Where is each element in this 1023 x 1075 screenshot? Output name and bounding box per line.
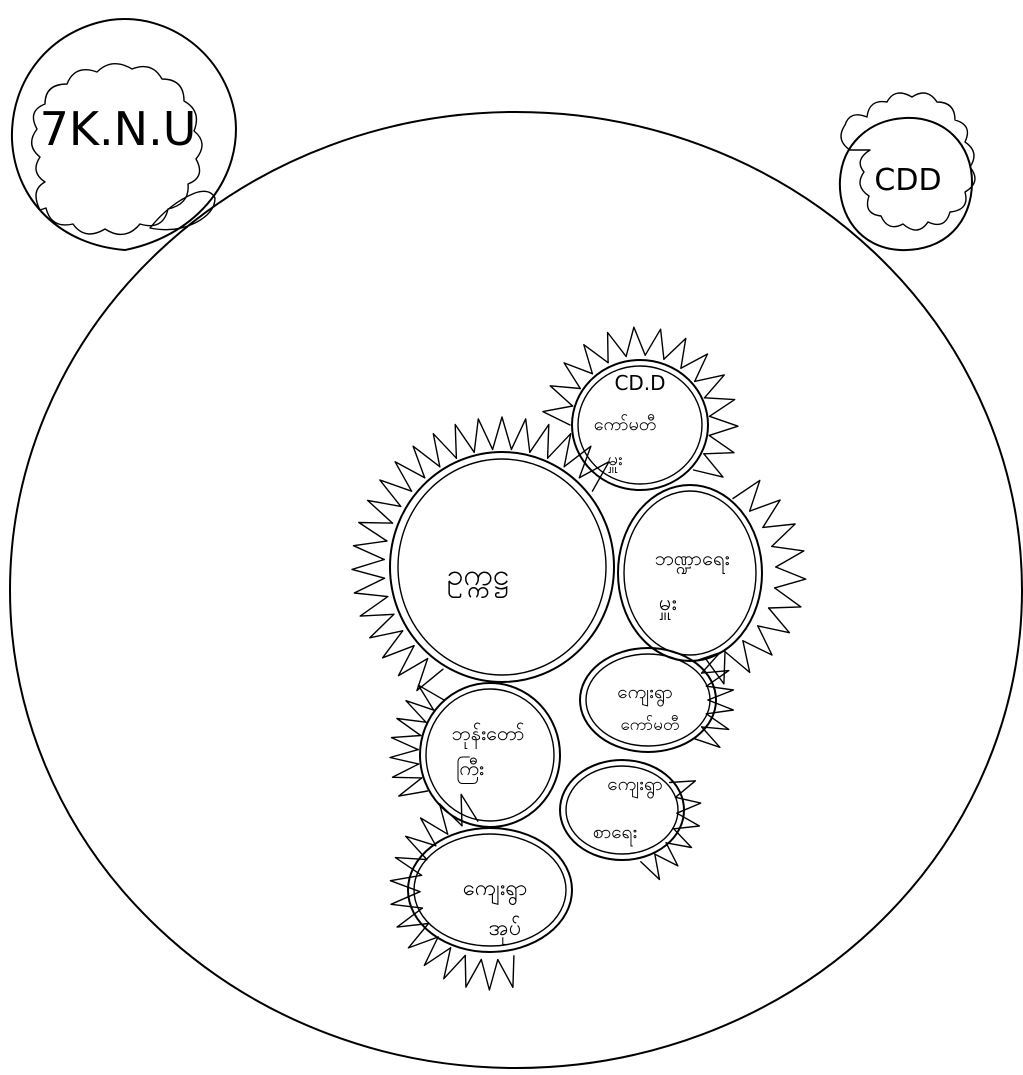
- petal: [725, 641, 750, 673]
- knu-label: 7K.N.U: [40, 102, 197, 156]
- top-label-3: မှူး: [608, 449, 623, 473]
- petal: [694, 727, 720, 747]
- petal: [391, 892, 422, 908]
- right-mid-circle: ကျေးရွာ ကော်မတီ: [580, 648, 716, 752]
- petal: [359, 523, 393, 542]
- petal: [390, 875, 421, 891]
- petal: [354, 578, 388, 596]
- petal: [368, 500, 401, 523]
- petal: [370, 614, 403, 638]
- petal: [392, 736, 421, 750]
- petal: [474, 419, 492, 452]
- petal: [393, 764, 422, 778]
- petal: [564, 363, 592, 389]
- petal: [444, 948, 465, 979]
- petal: [645, 329, 664, 359]
- petal: [397, 719, 426, 736]
- top-circle: CD.D ကော်မတီ မှူး: [572, 360, 708, 490]
- top-label-2: ကော်မတီ: [594, 414, 657, 435]
- petal: [354, 541, 387, 560]
- petal: [390, 750, 419, 764]
- petal: [433, 434, 456, 467]
- petal: [655, 843, 678, 866]
- petal: [676, 797, 701, 813]
- petal: [608, 333, 627, 363]
- petal: [498, 956, 514, 988]
- right-lower-label-2: စာရေး: [593, 821, 638, 847]
- petal: [481, 960, 498, 991]
- bottom-circle: ကျေးရွာ အုပ်: [408, 828, 572, 952]
- top-label-1: CD.D: [614, 371, 665, 395]
- petal: [548, 434, 571, 467]
- petal: [399, 778, 428, 796]
- petal: [709, 416, 738, 435]
- left-mid-label-2: ကြီး: [456, 756, 484, 784]
- right-upper-label-2: မှူး: [659, 591, 677, 620]
- petal: [493, 417, 512, 449]
- petal: [455, 425, 474, 459]
- center-circle: ဥက္ကဋ္ဌ: [390, 452, 614, 682]
- petal: [750, 500, 780, 527]
- petal: [360, 597, 394, 617]
- right-upper-label-1: ဘဏ္ဍာရေး: [654, 546, 729, 574]
- cdd-label: CDD: [874, 163, 941, 198]
- petal: [694, 454, 723, 477]
- petal: [743, 626, 772, 655]
- petal: [352, 560, 385, 579]
- petal: [758, 608, 790, 633]
- bottom-label-2: အုပ်: [489, 915, 522, 945]
- left-mid-circle: ဘုန်းတော် ကြီး: [420, 683, 560, 827]
- petal: [511, 419, 529, 452]
- right-mid-label-1: ကျေးရွာ: [617, 681, 672, 707]
- cdd-petals: [841, 93, 975, 230]
- right-lower-label-1: ကျေးရွာ: [607, 773, 662, 799]
- petal: [772, 546, 804, 567]
- petal: [704, 435, 734, 453]
- petal: [530, 425, 549, 459]
- petal: [775, 567, 806, 588]
- petal: [763, 524, 795, 546]
- petal: [705, 398, 735, 417]
- right-lower-circle: ကျေးရွာ စာရေး: [560, 760, 684, 860]
- petal: [769, 588, 801, 608]
- left-mid-label-1: ဘုန်းတော်: [451, 721, 524, 749]
- petal: [626, 327, 645, 356]
- petal: [664, 338, 686, 368]
- right-upper-circle: ဘဏ္ဍာရေး မှူး: [618, 485, 762, 661]
- petal: [543, 406, 573, 425]
- center-label: ဥက္ကဋ္ဌ: [447, 558, 509, 599]
- petal-layer: [352, 327, 806, 990]
- bottom-label-1: ကျေးရွာ: [463, 876, 527, 906]
- right-mid-label-2: ကော်မတီ: [620, 715, 679, 735]
- cdd-circle: CDD: [840, 93, 975, 250]
- petal: [465, 956, 481, 988]
